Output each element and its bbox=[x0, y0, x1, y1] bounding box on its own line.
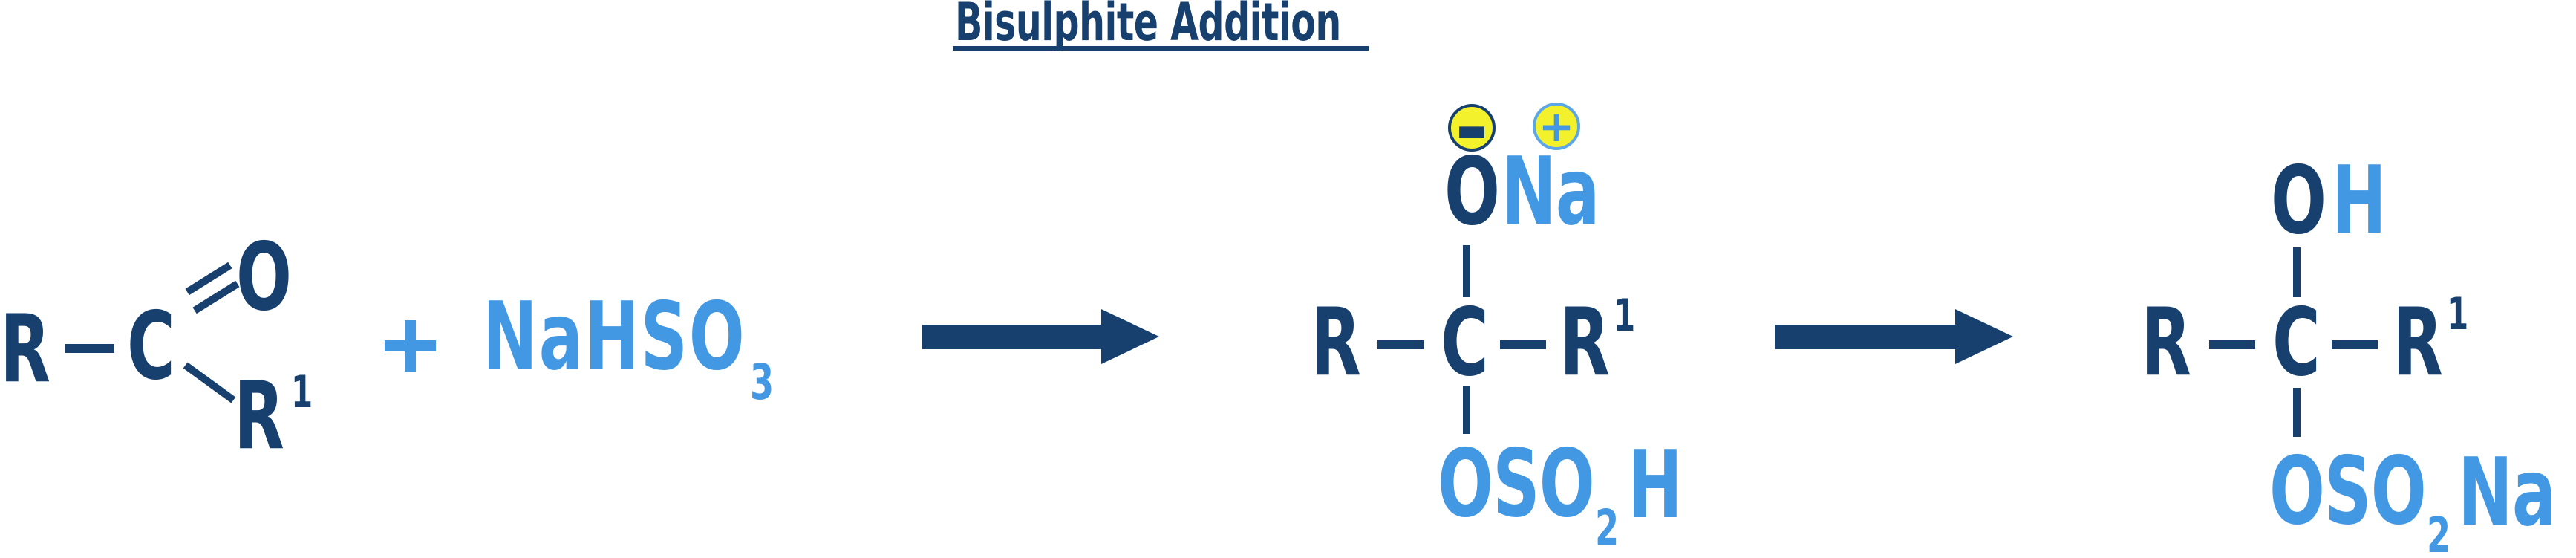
reactant-c-label: C bbox=[127, 291, 175, 400]
title-underline bbox=[953, 46, 1369, 51]
reactant-r1-superscript: 1 bbox=[291, 366, 313, 418]
intermediate-c-label: C bbox=[1441, 288, 1489, 397]
intermediate-single-bond-r-c bbox=[1377, 340, 1424, 349]
intermediate-bottom-subscript: 2 bbox=[1595, 499, 1619, 557]
positive-charge-icon: + bbox=[1533, 103, 1580, 150]
reactant-r-label: R bbox=[0, 294, 50, 403]
product-vertical-bond-top bbox=[2293, 247, 2301, 297]
product-top-h-label: H bbox=[2332, 146, 2387, 255]
product-r1-label: R bbox=[2393, 288, 2443, 397]
intermediate-bottom-tail: H bbox=[1628, 430, 1683, 539]
reaction-arrow-2-shaft bbox=[1775, 325, 1955, 349]
intermediate-vertical-bond-top bbox=[1463, 245, 1470, 297]
intermediate-top-na-label: Na bbox=[1501, 137, 1600, 246]
reaction-arrow-1-head bbox=[1101, 309, 1159, 364]
intermediate-r1-label: R bbox=[1559, 288, 1610, 397]
reactant-o-label: O bbox=[236, 222, 292, 331]
intermediate-r-label: R bbox=[1311, 288, 1361, 397]
intermediate-top-o-label: O bbox=[1444, 137, 1500, 246]
reagent-subscript: 3 bbox=[750, 354, 774, 411]
reagent-formula: NaHSO bbox=[483, 282, 746, 391]
reactant-single-bond-r-c bbox=[65, 344, 114, 353]
plus-operator-vertical-bar bbox=[405, 320, 416, 372]
page-title: Bisulphite Addition bbox=[955, 0, 1341, 53]
intermediate-bottom-group: OSO bbox=[1438, 429, 1595, 538]
reaction-arrow-1-shaft bbox=[922, 325, 1101, 349]
product-bottom-subscript: 2 bbox=[2427, 507, 2451, 558]
intermediate-single-bond-c-r1 bbox=[1500, 340, 1546, 349]
reactant-r1-label: R bbox=[234, 361, 284, 470]
product-single-bond-c-r1 bbox=[2332, 340, 2378, 349]
product-single-bond-r-c bbox=[2209, 340, 2255, 349]
product-bottom-tail: Na bbox=[2458, 438, 2556, 547]
intermediate-vertical-bond-bottom bbox=[1463, 386, 1470, 434]
product-vertical-bond-bottom bbox=[2293, 388, 2301, 437]
product-top-o-label: O bbox=[2271, 146, 2326, 255]
product-bottom-group: OSO bbox=[2269, 436, 2427, 545]
intermediate-r1-superscript: 1 bbox=[1614, 290, 1635, 342]
product-r-label: R bbox=[2141, 288, 2191, 397]
product-r1-superscript: 1 bbox=[2447, 288, 2468, 340]
product-c-label: C bbox=[2272, 288, 2321, 397]
reaction-arrow-2-head bbox=[1955, 309, 2013, 364]
reactant-single-bond-c-r1 bbox=[183, 362, 236, 403]
